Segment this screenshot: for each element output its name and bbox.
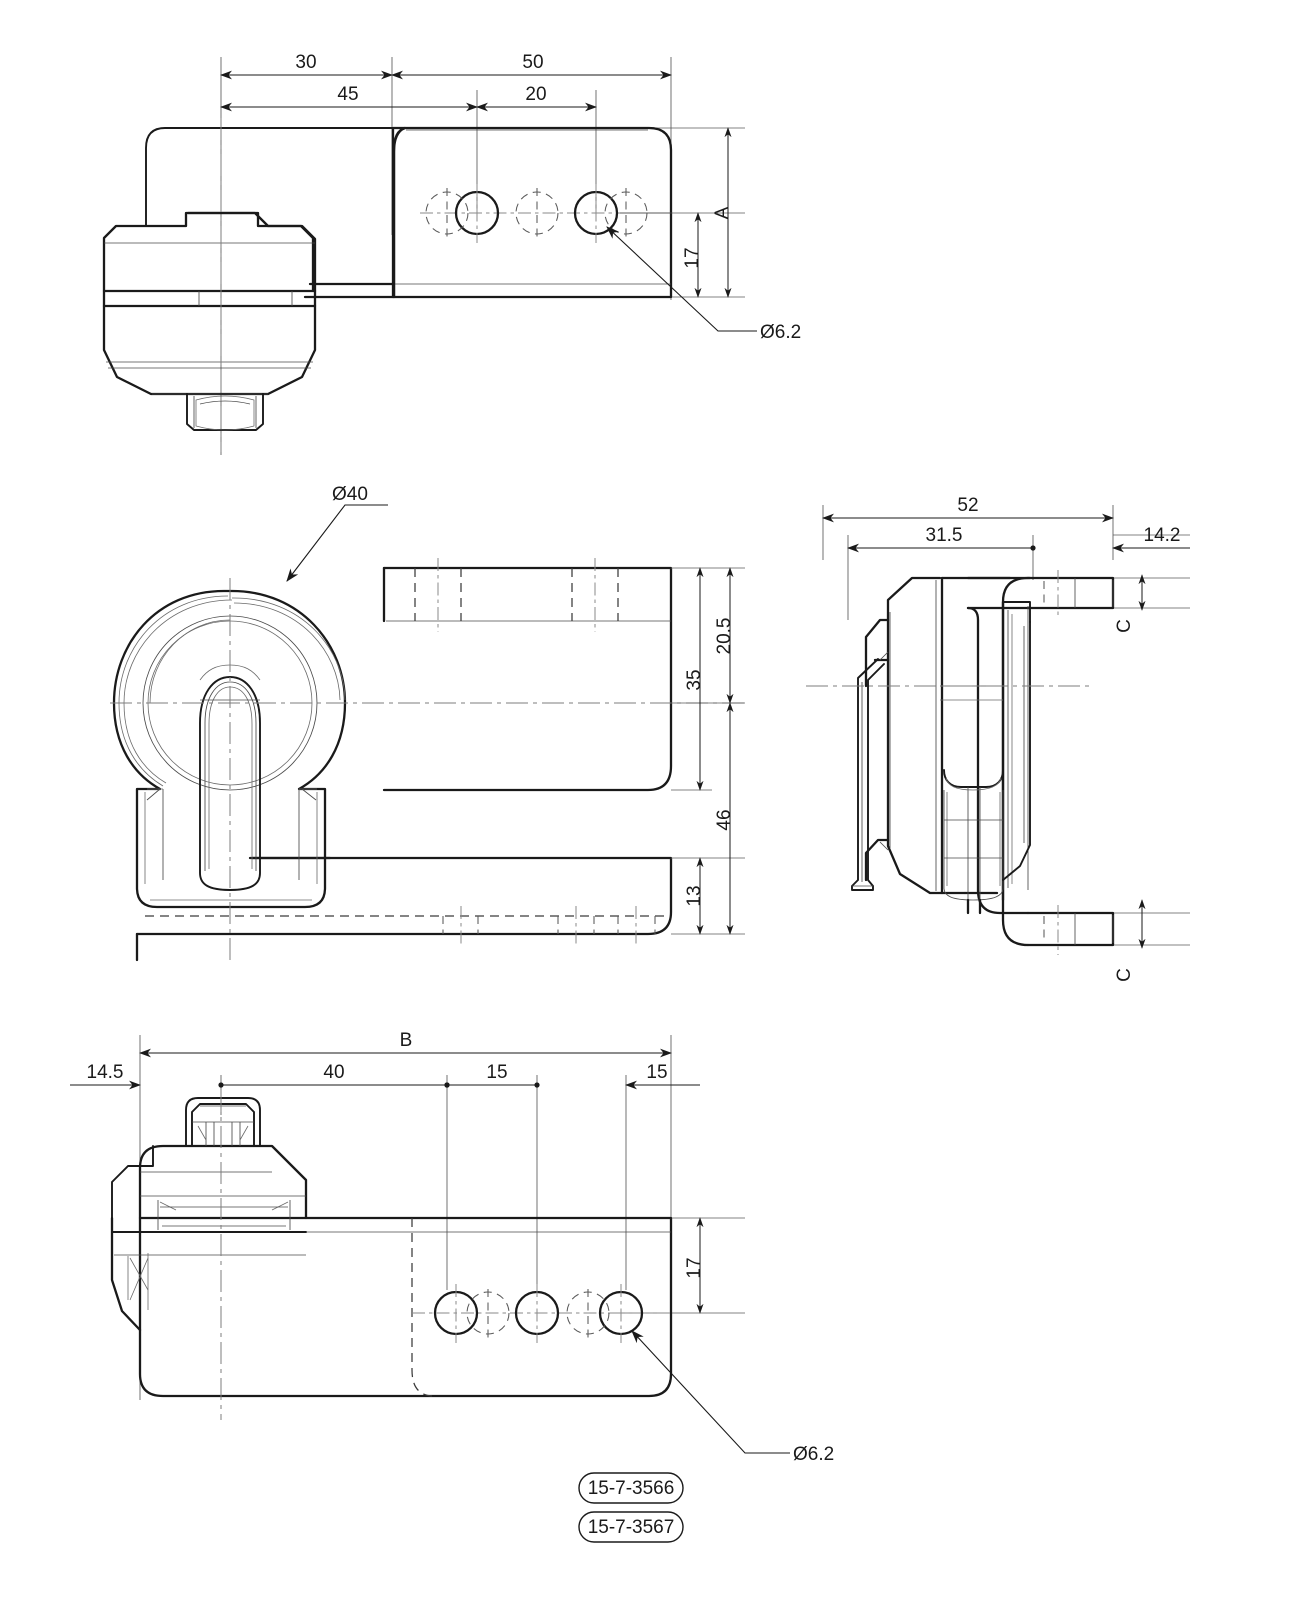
- callout-dia62-bottom: Ø6.2: [631, 1330, 834, 1465]
- dim-17-top-label: 17: [682, 247, 703, 268]
- dim-40-label: 40: [323, 1062, 344, 1083]
- top-view-lock-body: [102, 211, 317, 431]
- part-number-balloon-1[interactable]: 15-7-3566: [578, 1472, 684, 1504]
- dim-C-top: C: [1114, 574, 1146, 633]
- top-view-left-box: [145, 127, 394, 226]
- side-view-extension-lines: [822, 505, 1190, 946]
- dim-31-5: 31.5: [847, 525, 1036, 553]
- side-view: 52 31.5 14.2 C C: [806, 495, 1190, 982]
- callout-dia62-top: Ø6.2: [606, 226, 801, 343]
- top-view-plate-body: [392, 126, 673, 299]
- dim-15-b-label: 15: [646, 1062, 667, 1083]
- part-number-1-label: 15-7-3566: [588, 1478, 675, 1499]
- dim-14-2: 14.2: [1112, 525, 1190, 553]
- dim-17-bottom-label: 17: [684, 1257, 705, 1278]
- dim-20-5: 20.5: [714, 567, 735, 704]
- dim-46-label: 46: [714, 809, 735, 830]
- callout-dia62-top-label: Ø6.2: [760, 322, 801, 343]
- dim-A: A: [712, 127, 733, 298]
- dim-46: 46: [714, 702, 735, 935]
- dim-17-top: 17: [682, 212, 703, 298]
- callout-dia40: Ø40: [286, 484, 388, 582]
- dim-B: B: [139, 1030, 672, 1058]
- dim-C-bottom-label: C: [1114, 968, 1135, 982]
- dim-13-label: 13: [684, 885, 705, 906]
- dim-15-a: 15: [444, 1062, 540, 1088]
- dim-13: 13: [684, 857, 705, 935]
- bottom-view-holes: [433, 1284, 644, 1343]
- dim-C-top-label: C: [1114, 619, 1135, 633]
- dim-30: 30: [220, 52, 393, 80]
- bottom-view-hidden-boundary: [411, 1218, 435, 1397]
- dim-50-label: 50: [522, 52, 543, 73]
- top-view-holes: [425, 184, 648, 243]
- part-number-list: 15-7-3566 15-7-3567: [578, 1472, 684, 1543]
- bottom-view: B 14.5 40 15 15 17: [70, 1030, 834, 1465]
- front-view: Ø40 20.5 35 46 13: [110, 484, 745, 962]
- dim-15-b: 15: [625, 1062, 700, 1090]
- callout-dia40-label: Ø40: [332, 484, 368, 505]
- top-view-arm: [303, 282, 396, 299]
- dim-50: 50: [391, 52, 672, 80]
- top-view: 30 50 45 20: [102, 52, 801, 455]
- bottom-view-plate-outline: [138, 1216, 673, 1398]
- dim-40: 40: [218, 1062, 450, 1088]
- bottom-view-lock-head: [110, 1097, 308, 1332]
- dim-52: 52: [822, 495, 1114, 523]
- dim-35-label: 35: [684, 669, 705, 690]
- dim-14-5-label: 14.5: [87, 1062, 124, 1083]
- dim-C-bottom: C: [1114, 899, 1146, 982]
- dim-B-label: B: [400, 1030, 413, 1051]
- dim-30-label: 30: [295, 52, 316, 73]
- dim-52-label: 52: [957, 495, 978, 516]
- dim-35: 35: [684, 567, 705, 791]
- front-view-lower-arm: [135, 856, 673, 936]
- dim-14-2-label: 14.2: [1144, 525, 1181, 546]
- top-view-extension-lines: [220, 57, 745, 455]
- dim-45: 45: [220, 84, 478, 112]
- dim-15-a-label: 15: [486, 1062, 507, 1083]
- dim-31-5-label: 31.5: [926, 525, 963, 546]
- front-view-main-outline: [382, 566, 673, 792]
- dim-20-label: 20: [525, 84, 546, 105]
- dim-17-bottom: 17: [684, 1217, 705, 1314]
- dim-20: 20: [476, 84, 597, 112]
- callout-dia62-bottom-label: Ø6.2: [793, 1444, 834, 1465]
- dim-45-label: 45: [337, 84, 358, 105]
- dim-A-label: A: [712, 206, 733, 219]
- front-view-cylinder-housing: [112, 589, 347, 909]
- side-view-geometry: [851, 570, 1115, 955]
- part-number-2-label: 15-7-3567: [588, 1517, 675, 1538]
- dim-20-5-label: 20.5: [714, 618, 735, 655]
- dim-14-5: 14.5: [70, 1062, 141, 1090]
- part-number-balloon-2[interactable]: 15-7-3567: [578, 1511, 684, 1543]
